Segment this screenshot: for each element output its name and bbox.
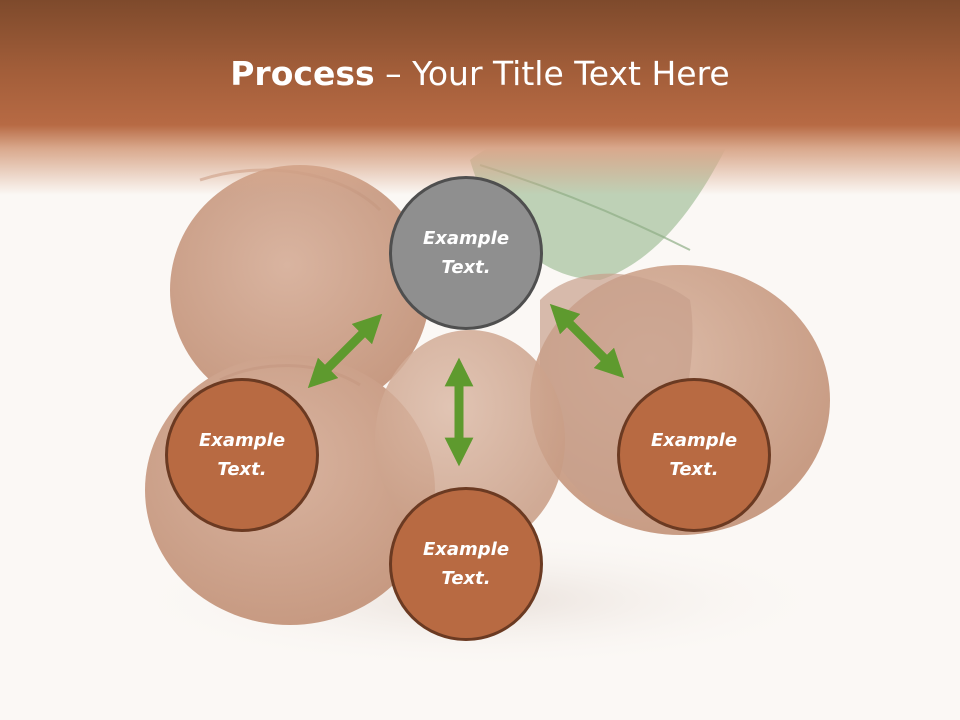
slide-title-bold: Process (230, 54, 375, 93)
node-top[interactable]: Example Text. (389, 176, 543, 330)
node-right[interactable]: Example Text. (617, 378, 771, 532)
arrow-top-left (307, 313, 383, 389)
node-right-label: Example Text. (650, 430, 738, 480)
node-top-label: Example Text. (422, 228, 510, 278)
node-bottom[interactable]: Example Text. (389, 487, 543, 641)
node-left-label: Example Text. (198, 430, 286, 480)
slide-title-rest: – Your Title Text Here (374, 54, 730, 93)
title-banner (0, 0, 960, 195)
slide-title: Process – Your Title Text Here (0, 52, 960, 96)
node-bottom-label: Example Text. (422, 539, 510, 589)
node-left[interactable]: Example Text. (165, 378, 319, 532)
arrow-top-right (549, 303, 625, 379)
